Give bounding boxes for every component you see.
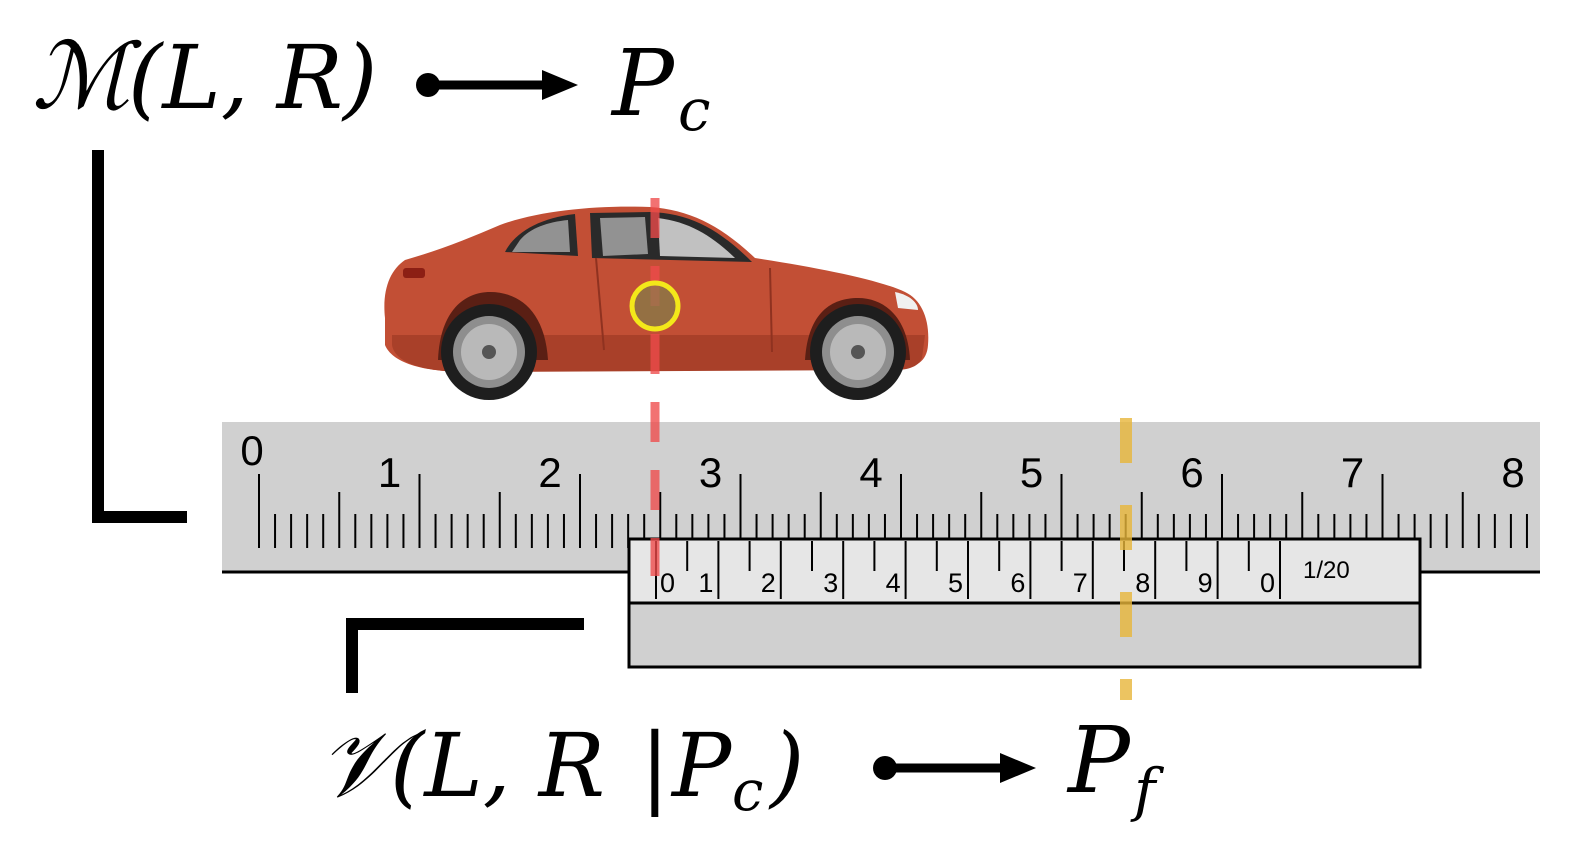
- fine-model-args: (L, R: [390, 714, 605, 817]
- coarse-output-sub: c: [678, 76, 710, 144]
- vernier-scale-number: 0: [660, 568, 675, 598]
- main-scale-number: 5: [1020, 449, 1043, 496]
- vernier-scale-number: 9: [1198, 568, 1213, 598]
- vernier-scale-number: 1: [698, 568, 713, 598]
- vernier-scale-number: 3: [823, 568, 838, 598]
- vernier-scale-number: 6: [1010, 568, 1025, 598]
- vernier-scale-number: 0: [1260, 568, 1275, 598]
- vernier-slider: 0 1 2 3 4 5 6 7 8 9 0 1/20: [627, 537, 1422, 669]
- fine-output-sub: f: [1130, 756, 1165, 824]
- fine-formula: 𝒱 (L, R | P c ) P f: [318, 707, 1165, 824]
- main-scale-number: 0: [240, 427, 263, 474]
- main-scale-number: 6: [1180, 449, 1203, 496]
- fine-output: P: [1066, 707, 1132, 814]
- coarse-arrow: [416, 70, 578, 100]
- car-icon: [384, 206, 929, 400]
- coarse-model-args: (L, R): [128, 26, 377, 129]
- vernier-scale-number: 5: [948, 568, 963, 598]
- vernier-scale-number: 8: [1135, 568, 1150, 598]
- target-circle-icon: [629, 280, 681, 332]
- main-scale-number: 7: [1341, 449, 1364, 496]
- fine-arrow: [873, 753, 1036, 783]
- fine-bracket: [346, 618, 584, 693]
- vernier-scale-number: 7: [1073, 568, 1088, 598]
- fine-model-bar: |: [640, 714, 670, 817]
- coarse-bracket: [92, 150, 187, 523]
- coarse-model-symbol: ℳ: [32, 23, 142, 130]
- coarse-output: P: [610, 30, 676, 137]
- main-scale-number: 3: [699, 449, 722, 496]
- fine-model-condition-sub: c: [732, 759, 763, 824]
- fine-model-condition: P: [670, 714, 733, 817]
- main-scale-number: 2: [538, 449, 561, 496]
- main-scale-number: 4: [859, 449, 882, 496]
- vernier-scale-number: 4: [886, 568, 901, 598]
- vernier-scale-number: 2: [761, 568, 776, 598]
- fine-model-close: ): [768, 714, 804, 817]
- main-scale-number: 8: [1501, 449, 1524, 496]
- coarse-formula: ℳ (L, R) P c: [32, 23, 710, 144]
- vernier-precision-label: 1/20: [1303, 557, 1350, 584]
- vernier-scale-numbers: 0 1 2 3 4 5 6 7 8 9 0: [660, 568, 1275, 598]
- main-scale-numbers: 0 1 2 3 4 5 6 7 8: [240, 427, 1524, 496]
- main-scale-number: 1: [378, 449, 401, 496]
